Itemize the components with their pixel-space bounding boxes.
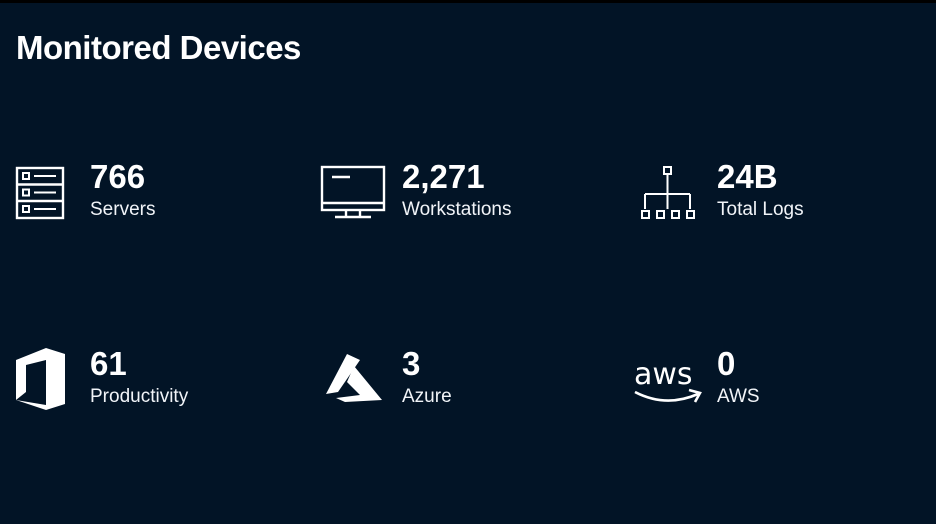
stat-azure: 3 Azure — [320, 345, 580, 418]
stat-value: 766 — [90, 158, 146, 195]
stat-total-logs: 24B Total Logs — [638, 158, 898, 231]
stat-value: 0 — [717, 345, 736, 382]
svg-text:aws: aws — [634, 357, 693, 392]
stat-workstations: 2,271 Workstations — [320, 158, 580, 231]
azure-icon — [320, 348, 392, 418]
stat-aws: aws 0 AWS — [632, 345, 892, 418]
monitor-icon — [320, 161, 392, 231]
stat-value: 2,271 — [402, 158, 485, 195]
stat-label: Productivity — [90, 386, 189, 407]
office-icon — [16, 348, 88, 418]
stat-value: 3 — [402, 345, 421, 382]
aws-icon: aws — [632, 348, 704, 418]
server-icon — [15, 161, 88, 231]
stat-servers: 766 Servers — [15, 158, 276, 231]
stat-label: Workstations — [402, 199, 512, 220]
stat-label: Servers — [90, 199, 156, 220]
stat-productivity: 61 Productivity — [16, 345, 276, 418]
stat-value: 61 — [90, 345, 127, 382]
monitored-devices-panel: Monitored Devices 766 Servers — [0, 3, 936, 524]
stat-label: Total Logs — [717, 199, 804, 220]
stat-label: AWS — [717, 386, 760, 407]
page-title: Monitored Devices — [16, 29, 301, 66]
stat-value: 24B — [717, 158, 778, 195]
stat-label: Azure — [402, 386, 452, 407]
hierarchy-icon — [638, 161, 710, 231]
